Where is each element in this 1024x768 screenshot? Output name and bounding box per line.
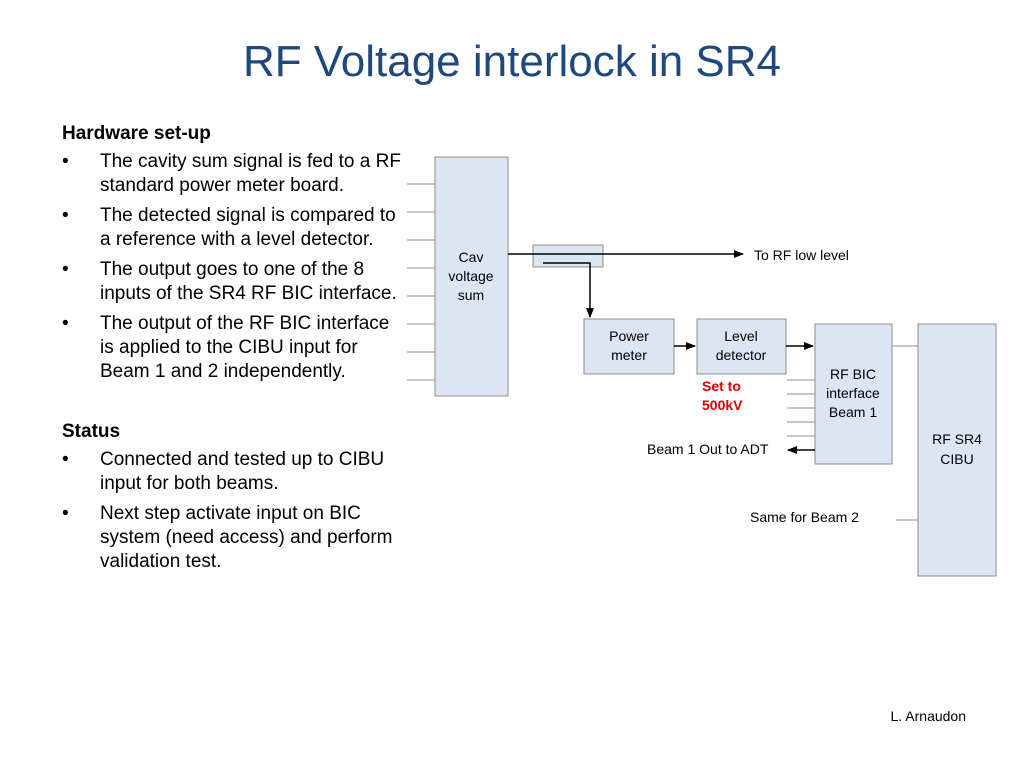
slide-title: RF Voltage interlock in SR4 [242,37,782,86]
bullet-item: • The output of the RF BIC interface is a… [62,312,402,384]
bullet-item: • Next step activate input on BIC system … [62,502,402,574]
text-column: Hardware set-up • The cavity sum signal i… [62,122,402,580]
bullet-item: • The output goes to one of the 8 inputs … [62,258,402,306]
bullet-text: The output goes to one of the 8 inputs o… [100,259,397,304]
same-for-beam2-label: Same for Beam 2 [750,509,859,525]
bullet-item: • The detected signal is compared to a re… [62,204,402,252]
rf-bic-label-line: Beam 1 [829,404,877,420]
coupler-block [532,244,604,268]
bullet-icon: • [62,449,69,470]
level-detector-label-line: detector [716,347,767,363]
bullet-text: The output of the RF BIC interface is ap… [100,313,390,382]
bullet-item: • Connected and tested up to CIBU input f… [62,448,402,496]
cav-box-label-line: sum [458,287,484,303]
status-heading: Status [62,421,121,442]
bullet-text: The detected signal is compared to a ref… [100,205,396,250]
cav-box-label-line: voltage [448,268,493,284]
hardware-heading: Hardware set-up [62,123,211,144]
author-credit: L. Arnaudon [890,708,966,724]
bullet-text: Next step activate input on BIC system (… [100,503,393,572]
rf-bic-label-line: RF BIC [830,366,876,382]
bullet-icon: • [62,503,69,524]
bullet-icon: • [62,313,69,334]
status-bullet-list: • Connected and tested up to CIBU input f… [62,448,402,574]
bullet-text: Connected and tested up to CIBU input fo… [100,449,385,494]
hardware-bullet-list: • The cavity sum signal is fed to a RF st… [62,150,402,384]
cav-box-label-line: Cav [459,249,484,265]
set-to-label-line: Set to [702,378,741,394]
beam1-out-label: Beam 1 Out to ADT [647,441,769,457]
bullet-icon: • [62,259,69,280]
set-to-label-line: 500kV [702,397,743,413]
level-detector-block: Level detector [696,318,787,375]
bullet-item: • The cavity sum signal is fed to a RF st… [62,150,402,198]
rf-sr4-label-line: CIBU [940,451,973,467]
bullet-text: The cavity sum signal is fed to a RF sta… [100,151,401,196]
bullet-icon: • [62,205,69,226]
coupled-signal-arrow [543,262,594,318]
rf-sr4-cibu-block: RF SR4 CIBU [892,323,997,577]
power-meter-label-line: meter [611,347,647,363]
power-meter-block: Power meter [583,318,675,375]
rf-bic-label-line: interface [826,385,880,401]
bullet-icon: • [62,151,69,172]
to-rf-low-level-label: To RF low level [754,247,849,263]
cav-voltage-sum-block: Cav voltage sum [407,156,509,397]
power-meter-label-line: Power [609,328,649,344]
rf-bic-interface-block: RF BIC interface Beam 1 [787,323,893,465]
rf-sr4-label-line: RF SR4 [932,431,982,447]
level-detector-label-line: Level [724,328,757,344]
